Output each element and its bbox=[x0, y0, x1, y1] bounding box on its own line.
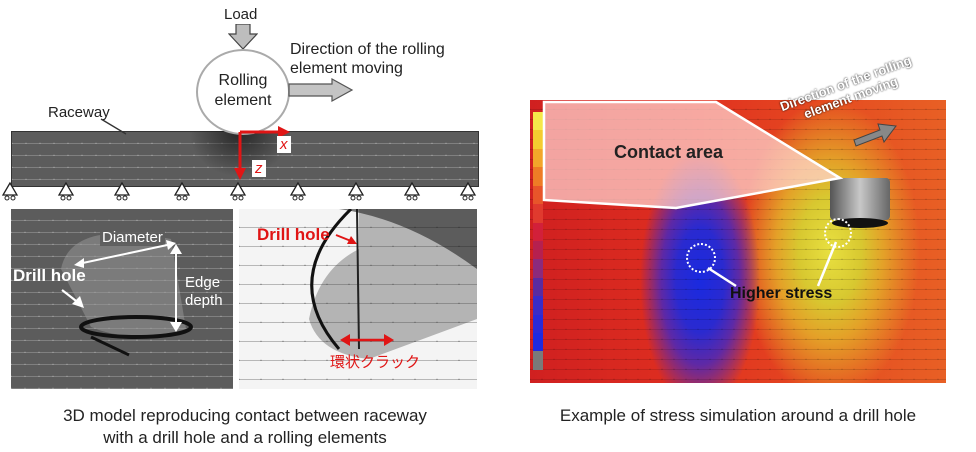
edge-depth-label: Edge depth bbox=[185, 274, 223, 309]
edge-depth-arrow-icon bbox=[170, 244, 182, 332]
right-caption: Example of stress simulation around a dr… bbox=[559, 406, 917, 425]
crack-label: 環状クラック bbox=[330, 354, 421, 371]
higher-stress-leaders bbox=[707, 241, 838, 288]
rolling-element-label: Rolling element bbox=[214, 72, 272, 109]
direction-label: Direction of the rolling element moving bbox=[290, 41, 445, 77]
crack-arrow-icon bbox=[340, 334, 394, 346]
axes-icon bbox=[234, 126, 290, 180]
supports-row bbox=[1, 181, 477, 201]
drill-hole-shape bbox=[61, 233, 193, 357]
raceway-leader bbox=[100, 118, 127, 135]
axis-x-label: x bbox=[277, 136, 291, 153]
drill-hole-arrow-icon bbox=[61, 289, 84, 308]
high-stress-circle-1 bbox=[686, 243, 716, 273]
crack-shape bbox=[309, 209, 477, 359]
load-label: Load bbox=[224, 6, 258, 23]
diameter-label: Diameter bbox=[100, 229, 165, 246]
axis-z-label: z bbox=[252, 160, 266, 177]
high-stress-circle-2 bbox=[824, 218, 852, 248]
right-direction-arrow-icon bbox=[853, 123, 897, 147]
direction-arrow-icon bbox=[288, 78, 354, 102]
contact-area-shape bbox=[542, 100, 844, 210]
drill-hole-label: Drill hole bbox=[13, 266, 86, 285]
diameter-arrow-icon bbox=[74, 240, 176, 268]
drill-hole-arrow-2-icon bbox=[335, 234, 357, 244]
contact-area-label: Contact area bbox=[614, 142, 724, 162]
raceway-label: Raceway bbox=[48, 104, 110, 121]
higher-stress-label: Higher stress bbox=[730, 285, 833, 302]
left-caption: 3D model reproducing contact between rac… bbox=[63, 406, 427, 447]
load-arrow-icon bbox=[228, 24, 258, 50]
drill-hole-cylinder bbox=[830, 178, 890, 220]
color-bar bbox=[533, 112, 543, 370]
drill-hole-label-2: Drill hole bbox=[257, 225, 330, 244]
